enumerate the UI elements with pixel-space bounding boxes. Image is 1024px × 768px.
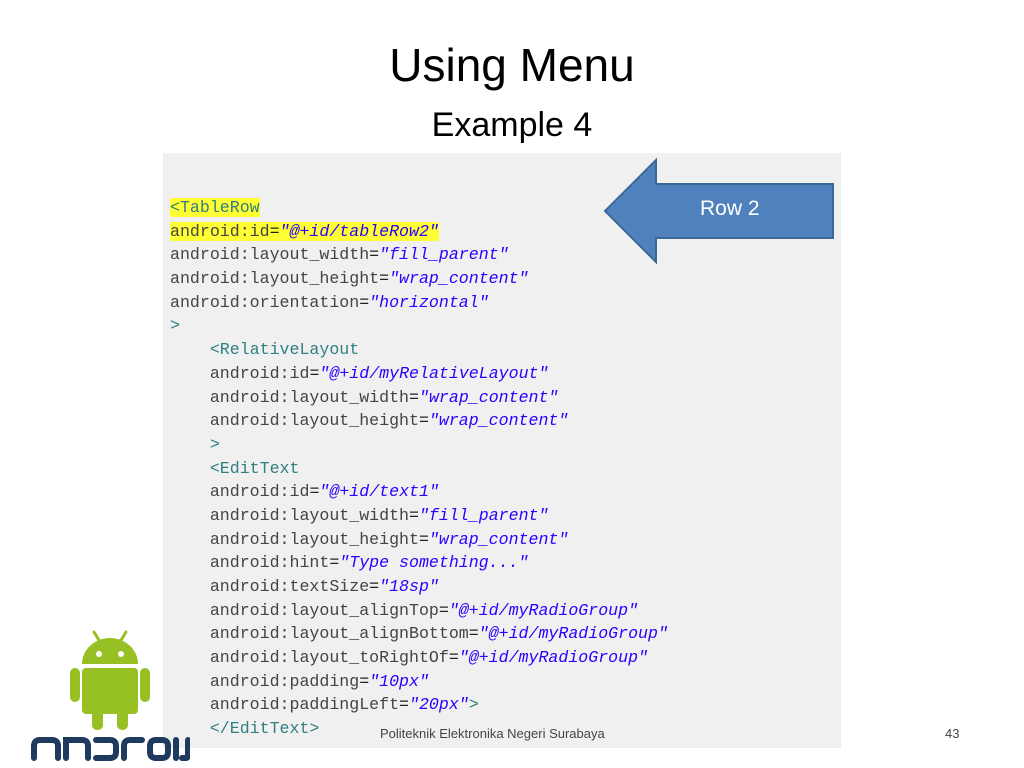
code-value-token: "wrap_content" <box>389 269 529 289</box>
code-equals-token: = <box>359 671 370 691</box>
code-tag-token: > <box>468 695 479 715</box>
code-value-token: "20px" <box>409 695 469 715</box>
code-tag-token: </EditText> <box>209 719 320 739</box>
code-line: android:layout_width="wrap_content" <box>170 386 668 410</box>
code-line: android:hint="Type something..." <box>170 551 668 575</box>
code-value-token: "@+id/tableRow2" <box>279 221 439 241</box>
code-line: android:layout_toRightOf="@+id/myRadioGr… <box>170 646 668 670</box>
slide-subtitle: Example 4 <box>431 106 593 144</box>
footer-institution: Politeknik Elektronika Negeri Surabaya <box>380 726 605 741</box>
code-value-token: "wrap_content" <box>418 387 559 407</box>
code-attribute-token: android:layout_height <box>209 411 419 431</box>
code-equals-token: = <box>448 648 459 668</box>
code-tag-token: <EditText <box>209 458 300 478</box>
page-number: 43 <box>945 726 960 741</box>
code-line: <TableRow <box>170 196 668 220</box>
code-attribute-token: android:padding <box>209 671 360 691</box>
code-equals-token: = <box>409 387 419 407</box>
code-tag-token: <RelativeLayout <box>209 340 360 360</box>
code-value-token: "18sp" <box>379 577 439 596</box>
code-tag-token: > <box>209 434 220 454</box>
code-attribute-token: android:layout_width <box>209 505 410 525</box>
code-equals-token: = <box>359 292 370 312</box>
slide-title: Using Menu <box>389 39 635 91</box>
code-attribute-token: android:layout_width <box>170 245 370 265</box>
code-tag-token: > <box>170 316 180 336</box>
code-equals-token: = <box>399 695 410 715</box>
code-attribute-token: android:layout_width <box>209 387 410 407</box>
code-line: android:paddingLeft="20px"> <box>170 693 668 717</box>
row-2-callout-arrow-icon <box>603 158 834 264</box>
code-line: android:layout_width="fill_parent" <box>170 243 668 267</box>
code-attribute-token: android:layout_height <box>170 269 380 289</box>
code-attribute-token: android:paddingLeft <box>209 695 400 715</box>
code-tag-token: <TableRow <box>170 198 260 217</box>
code-attribute-token: android:layout_toRightOf <box>209 648 449 668</box>
code-equals-token: = <box>468 624 479 644</box>
code-value-token: "wrap_content" <box>428 411 569 431</box>
arrow-shape <box>603 158 834 264</box>
code-equals-token: = <box>329 553 340 573</box>
code-value-token: "@+id/myRelativeLayout" <box>319 363 549 383</box>
android-robot-icon <box>70 630 150 730</box>
arrow-label: Row 2 <box>700 197 760 220</box>
code-value-token: "wrap_content" <box>428 529 569 549</box>
android-wordmark <box>31 737 190 761</box>
code-line: android:layout_alignBottom="@+id/myRadio… <box>170 622 668 646</box>
code-equals-token: = <box>438 600 449 620</box>
code-value-token: "fill_parent" <box>418 505 549 525</box>
code-attribute-token: android:layout_alignTop <box>209 600 439 620</box>
code-line: android:id="@+id/myRelativeLayout" <box>170 362 668 386</box>
code-value-token: "fill_parent" <box>379 245 509 265</box>
code-line: <EditText <box>170 457 668 481</box>
code-line: android:layout_height="wrap_content" <box>170 528 668 552</box>
code-attribute-token: android:id <box>209 363 310 383</box>
code-equals-token: = <box>309 482 320 502</box>
code-value-token: "@+id/myRadioGroup" <box>458 648 649 668</box>
code-attribute-token: android:hint <box>209 553 330 573</box>
code-line: android:textSize="18sp" <box>170 575 668 599</box>
code-equals-token: = <box>309 363 320 383</box>
code-line: > <box>170 314 668 338</box>
code-line: android:layout_width="fill_parent" <box>170 504 668 528</box>
code-line: android:id="@+id/tableRow2" <box>170 220 668 244</box>
code-line: > <box>170 433 668 457</box>
code-equals-token: = <box>369 577 380 596</box>
code-equals-token: = <box>409 505 419 525</box>
code-line: <RelativeLayout <box>170 338 668 362</box>
code-value-token: "@+id/text1" <box>319 482 439 502</box>
code-line: android:layout_alignTop="@+id/myRadioGro… <box>170 599 668 623</box>
code-line: android:id="@+id/text1" <box>170 480 668 504</box>
code-attribute-token: android:orientation <box>170 292 360 312</box>
code-attribute-token: android:textSize <box>209 577 370 596</box>
code-value-token: "10px" <box>369 671 429 691</box>
code-line: android:orientation="horizontal" <box>170 291 668 315</box>
code-equals-token: = <box>418 529 429 549</box>
android-logo <box>31 630 190 761</box>
code-equals-token: = <box>379 269 390 289</box>
code-equals-token: = <box>369 245 380 265</box>
code-value-token: "@+id/myRadioGroup" <box>448 600 639 620</box>
code-attribute-token: android:layout_height <box>209 529 419 549</box>
code-value-token: "Type something..." <box>339 553 529 573</box>
code-attribute-token: android:id <box>209 482 310 502</box>
code-line: android:padding="10px" <box>170 670 668 694</box>
code-line: </EditText> <box>170 717 668 741</box>
code-equals-token: = <box>418 411 429 431</box>
code-attribute-token: android:id <box>170 221 270 241</box>
code-line: android:layout_height="wrap_content" <box>170 409 668 433</box>
code-equals-token: = <box>269 221 280 241</box>
code-line: android:layout_height="wrap_content" <box>170 267 668 291</box>
code-attribute-token: android:layout_alignBottom <box>209 624 469 644</box>
code-value-token: "horizontal" <box>369 292 489 312</box>
code-value-token: "@+id/myRadioGroup" <box>478 624 668 644</box>
